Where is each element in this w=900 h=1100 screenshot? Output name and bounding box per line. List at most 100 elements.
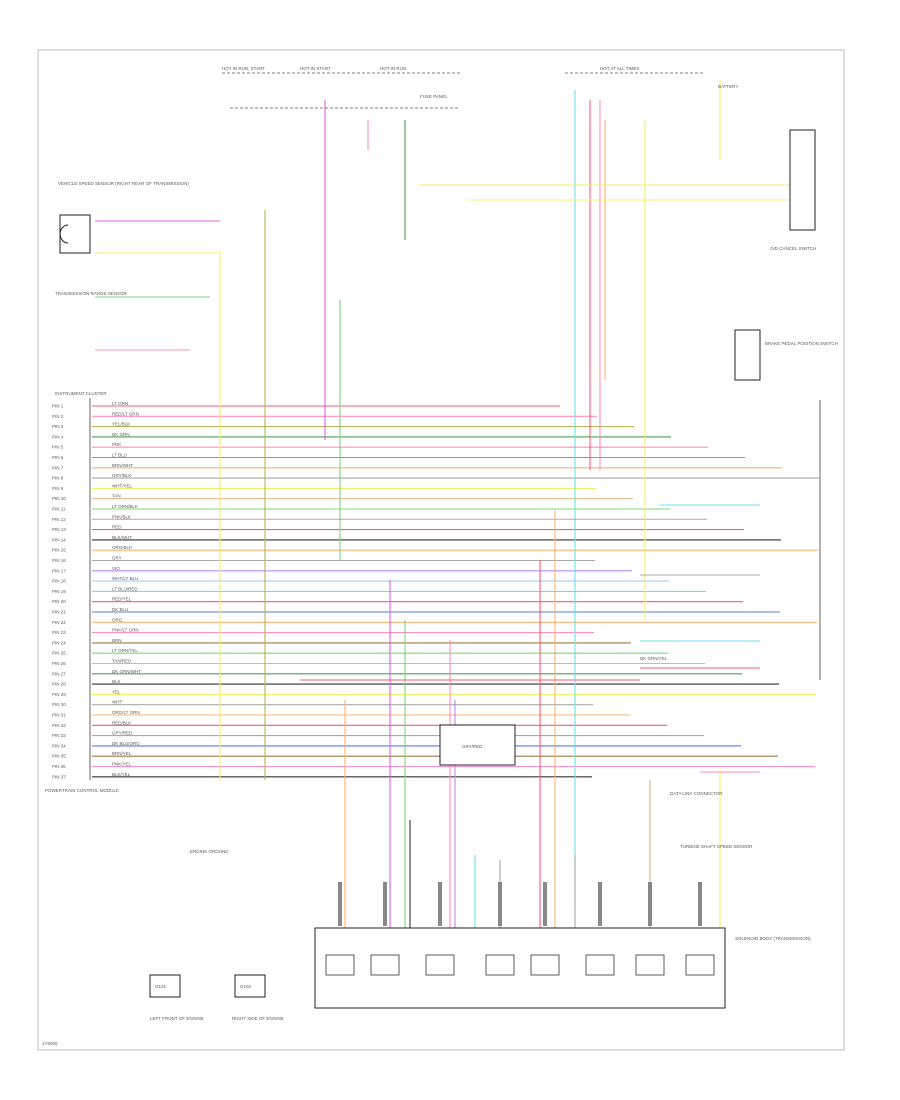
wire-color-label: TAN xyxy=(112,494,121,499)
pin-label: PIN 20 xyxy=(52,599,66,604)
solenoid xyxy=(485,954,515,976)
instrument-cluster-label: INSTRUMENT CLUSTER xyxy=(55,391,107,396)
pin-label: PIN 21 xyxy=(52,610,66,615)
solenoid xyxy=(425,954,455,976)
pin-label: PIN 28 xyxy=(52,682,66,687)
wire-color-label: RED/LT GRN xyxy=(112,411,139,416)
pin-label: PIN 9 xyxy=(52,486,64,491)
solenoid-body-label: SOLENOID BODY (TRANSMISSION) xyxy=(735,936,811,941)
wire-color-label: TAN/RED xyxy=(112,659,132,664)
wire-color-label: WHT xyxy=(112,700,122,705)
pin-label: PIN 7 xyxy=(52,465,64,470)
brake-switch-label: BRAKE PEDAL POSITION SWITCH xyxy=(765,341,838,346)
solenoid xyxy=(585,954,615,976)
corner-code: 1Y9000 xyxy=(42,1041,58,1046)
wire-color-label: WHT/YEL xyxy=(112,483,132,488)
wire-color-label: BRN/WHT xyxy=(112,463,133,468)
wire-color-label: RED/BLK xyxy=(112,720,131,725)
pin-label: PIN 4 xyxy=(52,434,64,439)
hot-label-a: HOT IN RUN, START xyxy=(222,66,265,71)
pin-label: PIN 8 xyxy=(52,476,64,481)
pin-label: PIN 36 xyxy=(52,764,66,769)
wire-color-label: GRY/BLK xyxy=(112,473,131,478)
solenoid xyxy=(325,954,355,976)
vehicle-speed-sensor xyxy=(59,214,91,254)
wire-color-label: DK GRN xyxy=(112,432,130,437)
pin-label: PIN 35 xyxy=(52,754,66,759)
g101-label: G101 xyxy=(155,984,167,989)
pin-label: PIN 29 xyxy=(52,692,66,697)
pcm-label: POWERTRAIN CONTROL MODULE xyxy=(45,788,119,793)
wire-color-label: RED/YEL xyxy=(112,597,132,602)
pin-label: PIN 14 xyxy=(52,537,66,542)
wire-color-label: DK GRN/WHT xyxy=(112,669,141,674)
pin-label: PIN 25 xyxy=(52,651,66,656)
wire-color-label: YEL xyxy=(112,689,121,694)
wire-color-label: BLK/YEL xyxy=(112,772,131,777)
wire-color-label: LT BLU/RED xyxy=(112,586,138,591)
wire-color-label: BLK xyxy=(112,679,121,684)
turbine-speed-label: TURBINE SHAFT SPEED SENSOR xyxy=(680,844,753,849)
wire-color-label: PNK xyxy=(112,442,121,447)
solenoid xyxy=(635,954,665,976)
pin-label: PIN 30 xyxy=(52,702,66,707)
pin-label: PIN 24 xyxy=(52,640,66,645)
pin-label: PIN 19 xyxy=(52,589,66,594)
pin-label: PIN 22 xyxy=(52,620,66,625)
wire-color-label: LT GRN/YEL xyxy=(112,648,138,653)
wire-group xyxy=(92,80,819,930)
solenoid-lead xyxy=(648,882,652,926)
wire-color-label: GRY/RED xyxy=(112,731,133,736)
od-cancel-label: O/D CANCEL SWITCH xyxy=(770,246,816,251)
engine-ground-label: ENGINE GROUND xyxy=(190,849,229,854)
wire-color-label: RED xyxy=(112,525,122,530)
g102-label: G102 xyxy=(240,984,252,989)
pin-label: PIN 37 xyxy=(52,774,66,779)
pin-label: PIN 5 xyxy=(52,445,64,450)
pin-label: PIN 2 xyxy=(52,414,64,419)
solenoid xyxy=(685,954,715,976)
hot-label-right: HOT AT ALL TIMES xyxy=(600,66,640,71)
wire-color-label: ORG/BLK xyxy=(112,545,132,550)
solenoid-lead xyxy=(383,882,387,926)
data-link-gray-box xyxy=(439,724,516,766)
pin-label: PIN 27 xyxy=(52,671,66,676)
wire-color-label: YEL/BLK xyxy=(112,422,130,427)
solenoid-lead xyxy=(543,882,547,926)
pin-label: PIN 23 xyxy=(52,630,66,635)
solenoid xyxy=(370,954,400,976)
ground-left-label: LEFT FRONT OF ENGINE xyxy=(150,1016,204,1021)
wire-color-label: BRN/YEL xyxy=(112,751,132,756)
pin-label: PIN 1 xyxy=(52,404,64,409)
pin-label: PIN 26 xyxy=(52,661,66,666)
od-cancel-switch xyxy=(789,129,816,231)
pin-label: PIN 10 xyxy=(52,496,66,501)
wire-color-label: BRN xyxy=(112,638,122,643)
wire-color-label: LT GRN xyxy=(112,401,128,406)
wire-color-label: BLK/WHT xyxy=(112,535,132,540)
wire-color-label: DK BLU xyxy=(112,607,128,612)
wire-color-label: GRY xyxy=(112,556,122,561)
pin-label: PIN 17 xyxy=(52,568,66,573)
wire-color-label: ORG/LT GRN xyxy=(112,710,140,715)
wire-color-label: PNK/BLK xyxy=(112,514,131,519)
solenoid xyxy=(530,954,560,976)
pin-label: PIN 34 xyxy=(52,743,66,748)
wire-color-label: LT BLU xyxy=(112,453,127,458)
hot-label-c: HOT IN RUN xyxy=(380,66,406,71)
wire-color-label: PNK/YEL xyxy=(112,762,132,767)
tr-sensor-label: TRANSMISSION RANGE SENSOR xyxy=(55,291,128,296)
vss-symbol xyxy=(59,224,69,244)
wire-color-label: DK BLU/ORG xyxy=(112,741,140,746)
pin-label: PIN 31 xyxy=(52,713,66,718)
det-label: DK GRN/YEL xyxy=(640,656,668,661)
solenoid-group xyxy=(325,882,715,976)
solenoid-lead xyxy=(598,882,602,926)
vss-label: VEHICLE SPEED SENSOR (RIGHT REAR OF TRAN… xyxy=(58,181,189,186)
wire-color-label: LT GRN/BLK xyxy=(112,504,138,509)
pin-label: PIN 15 xyxy=(52,548,66,553)
solenoid-lead xyxy=(338,882,342,926)
pin-label: PIN 12 xyxy=(52,517,66,522)
